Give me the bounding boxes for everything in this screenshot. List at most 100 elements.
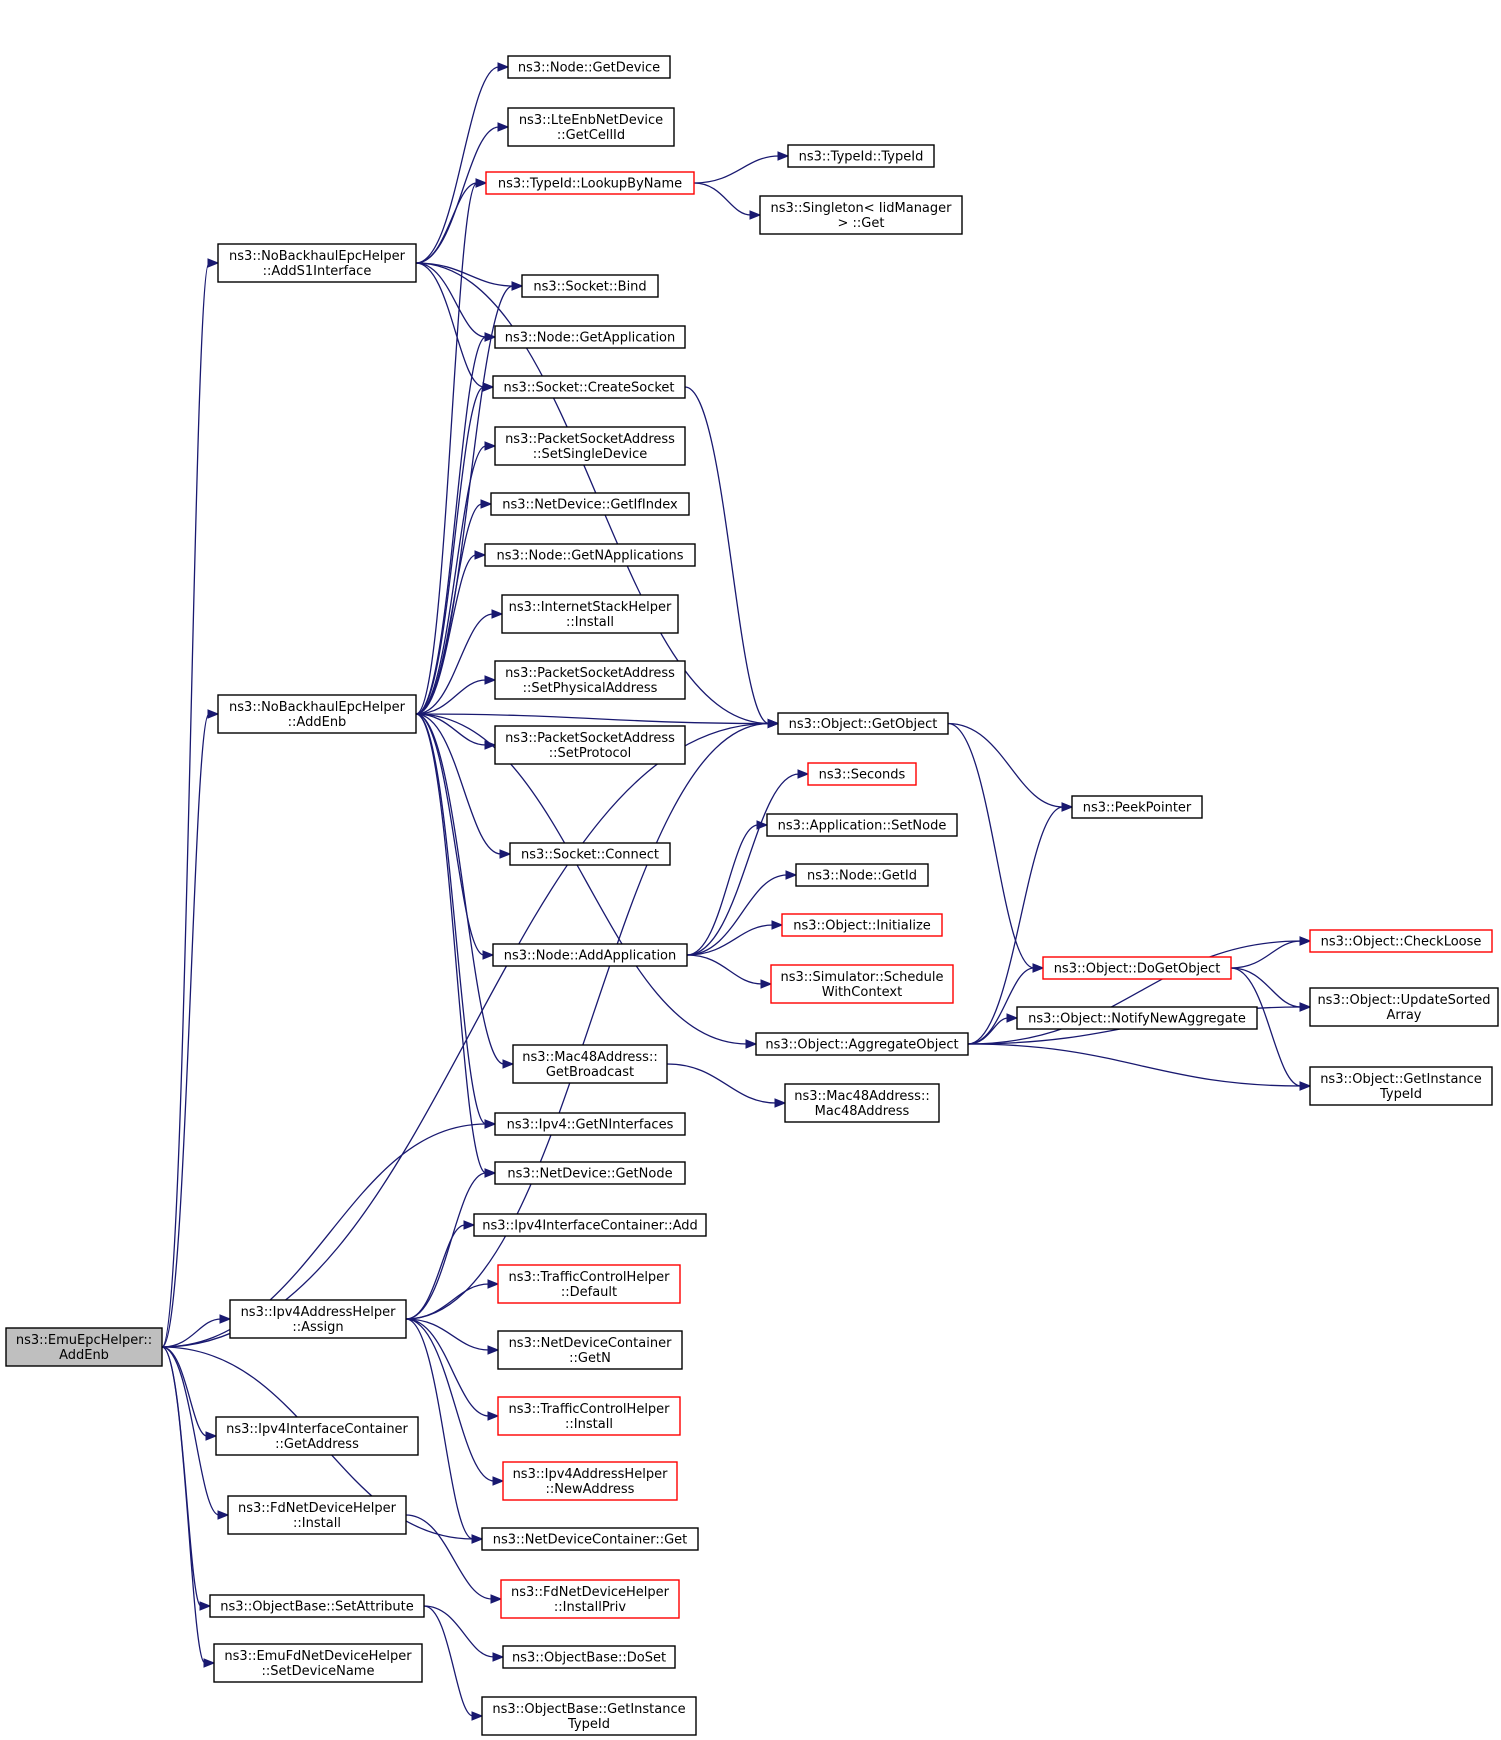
node-ipv4-new-addr[interactable]: ns3::Ipv4AddressHelper::NewAddress	[502, 1461, 678, 1501]
edge-arrowhead	[502, 1059, 515, 1069]
edge-arrowhead	[484, 1119, 497, 1129]
edge-arrowhead	[749, 210, 762, 220]
edge-line	[415, 262, 514, 287]
node-label: ns3::PacketSocketAddress	[505, 432, 675, 447]
edge-add-enb-nb-to-sock-create	[415, 382, 495, 715]
node-ndc-get-n[interactable]: ns3::NetDeviceContainer::GetN	[497, 1330, 683, 1370]
node-mac-mac48[interactable]: ns3::Mac48Address::Mac48Address	[784, 1083, 940, 1123]
node-label: ns3::EmuFdNetDeviceHelper	[224, 1649, 412, 1664]
node-obj-do-get-object[interactable]: ns3::Object::DoGetObject	[1042, 956, 1232, 980]
node-label: ::GetCellId	[557, 128, 625, 143]
edge-obj-do-get-object-to-obj-get-instance	[1230, 967, 1312, 1091]
node-label: ::Install	[293, 1516, 341, 1531]
edge-line	[415, 713, 748, 1045]
edge-arrowhead	[492, 1476, 505, 1486]
node-singleton-get[interactable]: ns3::Singleton< IidManager> ::Get	[759, 195, 963, 235]
node-node-get-device[interactable]: ns3::Node::GetDevice	[507, 55, 671, 79]
node-label: ns3::FdNetDeviceHelper	[238, 1501, 397, 1516]
edge-arrowhead	[745, 1039, 758, 1049]
edge-arrowhead	[1299, 1081, 1312, 1091]
edge-node-add-app-to-node-get-id	[686, 870, 798, 956]
node-seconds[interactable]: ns3::Seconds	[807, 762, 917, 786]
node-obj-aggregate[interactable]: ns3::Object::AggregateObject	[755, 1032, 969, 1056]
node-node-get-app[interactable]: ns3::Node::GetApplication	[494, 325, 686, 349]
edge-line	[1230, 967, 1302, 1087]
edge-line	[947, 722, 1035, 969]
node-label: ns3::Object::DoGetObject	[1054, 962, 1221, 977]
node-psa-set-single[interactable]: ns3::PacketSocketAddress::SetSingleDevic…	[494, 426, 686, 466]
node-obj-notify[interactable]: ns3::Object::NotifyNewAggregate	[1016, 1006, 1258, 1030]
node-tch-install[interactable]: ns3::TrafficControlHelper::Install	[497, 1396, 681, 1436]
node-label: ns3::Application::SetNode	[778, 819, 947, 834]
node-label: ns3::TrafficControlHelper	[508, 1270, 670, 1285]
edge-arrowhead	[474, 550, 487, 560]
node-fd-install-priv[interactable]: ns3::FdNetDeviceHelper::InstallPriv	[500, 1579, 680, 1619]
edge-line	[967, 806, 1064, 1045]
node-label: ::GetAddress	[275, 1437, 359, 1452]
node-node-add-app[interactable]: ns3::Node::AddApplication	[492, 943, 688, 967]
edge-layer	[161, 62, 1312, 1721]
node-node-get-napps[interactable]: ns3::Node::GetNApplications	[484, 543, 696, 567]
edge-arrowhead	[463, 1220, 476, 1230]
node-sock-create[interactable]: ns3::Socket::CreateSocket	[492, 375, 686, 399]
edge-arrowhead	[484, 1168, 497, 1178]
edge-arrowhead	[219, 1314, 232, 1324]
edge-line	[686, 924, 774, 956]
node-ipv4-get-n[interactable]: ns3::Ipv4::GetNInterfaces	[494, 1112, 686, 1136]
node-box	[494, 325, 686, 349]
node-box	[473, 1213, 707, 1237]
node-obj-initialize[interactable]: ns3::Object::Initialize	[781, 913, 943, 937]
node-box	[766, 813, 958, 837]
node-iic-get-address[interactable]: ns3::Ipv4InterfaceContainer::GetAddress	[215, 1416, 419, 1456]
node-label: Array	[1386, 1008, 1421, 1023]
node-fd-install[interactable]: ns3::FdNetDeviceHelper::Install	[227, 1495, 407, 1535]
edge-arrowhead	[1299, 936, 1312, 946]
edge-add-enb-nb-to-psa-set-single	[415, 441, 497, 715]
node-lte-get-cell-id[interactable]: ns3::LteEnbNetDevice::GetCellId	[507, 107, 675, 147]
node-sock-bind[interactable]: ns3::Socket::Bind	[521, 274, 659, 298]
node-nd-get-if-index[interactable]: ns3::NetDevice::GetIfIndex	[490, 492, 690, 516]
node-ish-install[interactable]: ns3::InternetStackHelper::Install	[501, 594, 679, 634]
node-node-get-id[interactable]: ns3::Node::GetId	[795, 863, 929, 887]
node-get-object[interactable]: ns3::Object::GetObject	[777, 712, 949, 735]
edge-line	[405, 1318, 495, 1482]
node-mac-get-broadcast[interactable]: ns3::Mac48Address::GetBroadcast	[512, 1044, 668, 1084]
node-type-id-type-id[interactable]: ns3::TypeId::TypeId	[787, 144, 935, 168]
edge-line	[415, 445, 487, 715]
node-box	[512, 1044, 668, 1084]
node-type-lookup[interactable]: ns3::TypeId::LookupByName	[485, 171, 695, 195]
edge-arrowhead	[491, 609, 504, 619]
node-emu-set-dev-name[interactable]: ns3::EmuFdNetDeviceHelper::SetDeviceName	[213, 1643, 423, 1683]
node-ipv4-assign[interactable]: ns3::Ipv4AddressHelper::Assign	[229, 1299, 407, 1339]
node-psa-set-proto[interactable]: ns3::PacketSocketAddress::SetProtocol	[494, 725, 686, 765]
node-label: ns3::NetDevice::GetIfIndex	[502, 498, 678, 513]
edge-arrowhead	[482, 382, 495, 392]
node-add-s1[interactable]: ns3::NoBackhaulEpcHelper::AddS1Interface	[217, 243, 417, 283]
edge-mac-get-broadcast-to-mac-mac48	[666, 1063, 787, 1108]
node-peek-pointer[interactable]: ns3::PeekPointer	[1071, 795, 1203, 819]
node-psa-set-phys[interactable]: ns3::PacketSocketAddress::SetPhysicalAdd…	[494, 660, 686, 700]
node-ob-set-attr[interactable]: ns3::ObjectBase::SetAttribute	[209, 1594, 425, 1618]
node-tch-default[interactable]: ns3::TrafficControlHelper::Default	[497, 1264, 681, 1304]
node-box	[215, 1416, 419, 1456]
node-obj-check-loose[interactable]: ns3::Object::CheckLoose	[1309, 929, 1493, 953]
node-iic-add[interactable]: ns3::Ipv4InterfaceContainer::Add	[473, 1213, 707, 1237]
node-label: ns3::Object::CheckLoose	[1321, 935, 1482, 950]
node-label: ns3::PacketSocketAddress	[505, 731, 675, 746]
edge-arrowhead	[480, 499, 493, 509]
node-sock-connect[interactable]: ns3::Socket::Connect	[509, 842, 671, 866]
node-label: ns3::Socket::Bind	[533, 280, 646, 295]
node-add-enb-nb[interactable]: ns3::NoBackhaulEpcHelper::AddEnb	[217, 694, 417, 734]
node-nd-get-node[interactable]: ns3::NetDevice::GetNode	[494, 1161, 686, 1185]
node-ndc-get[interactable]: ns3::NetDeviceContainer::Get	[481, 1527, 699, 1551]
node-app-set-node[interactable]: ns3::Application::SetNode	[766, 813, 958, 837]
edge-line	[415, 182, 478, 264]
node-label: ns3::ObjectBase::SetAttribute	[220, 1600, 414, 1615]
edge-add-enb-nb-to-node-get-napps	[415, 550, 487, 715]
node-ob-do-set[interactable]: ns3::ObjectBase::DoSet	[502, 1645, 676, 1669]
